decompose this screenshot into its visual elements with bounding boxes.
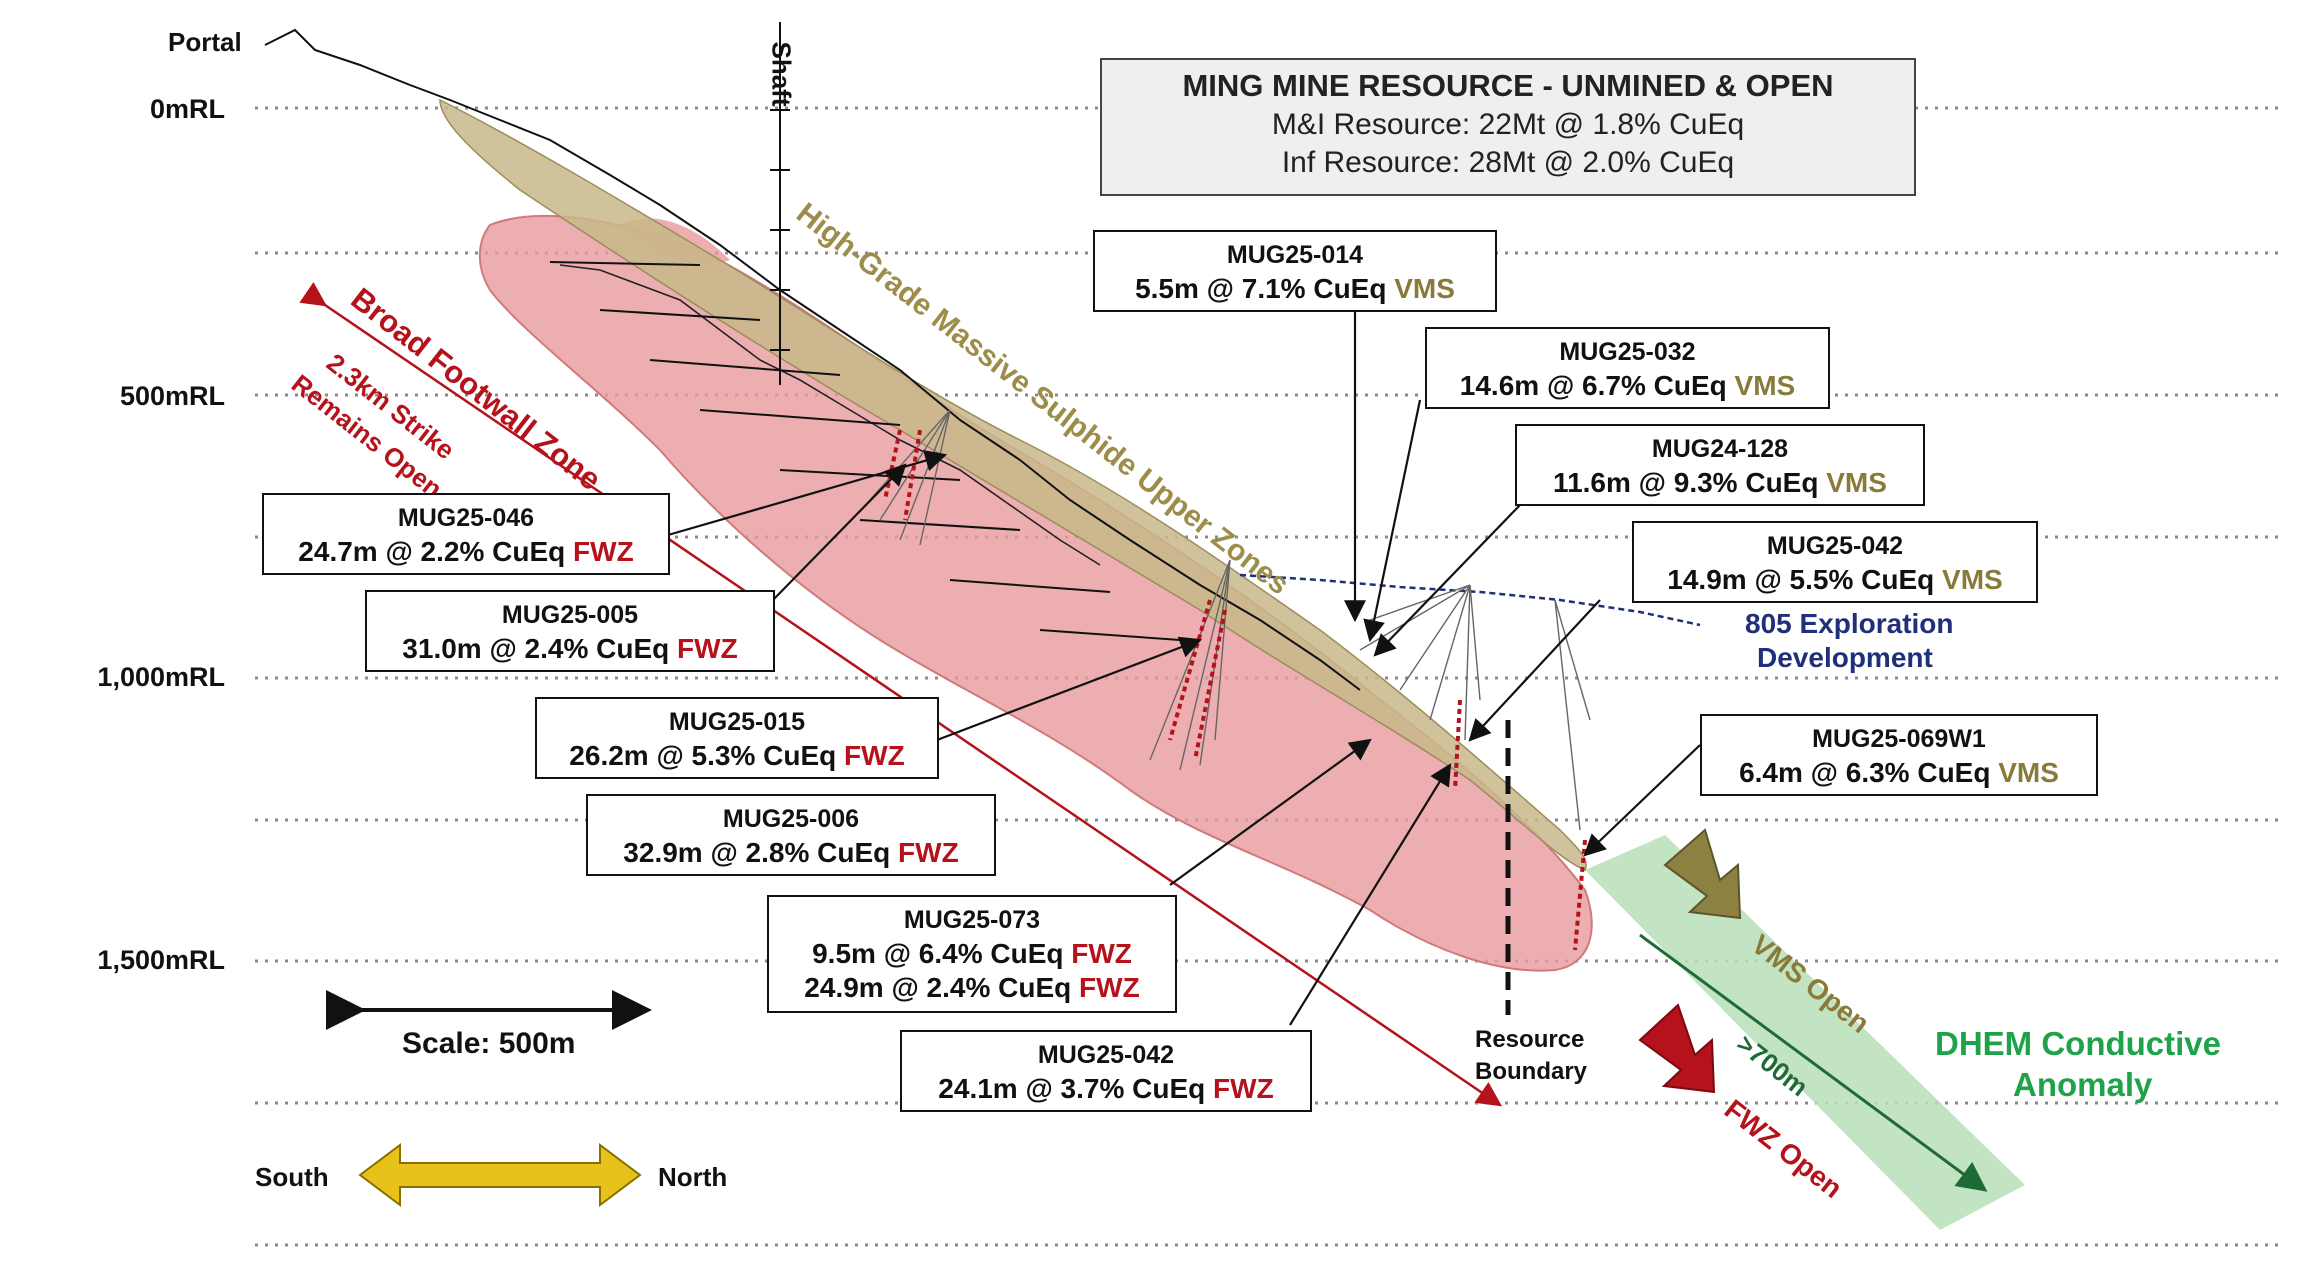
- mi-resource: M&I Resource: 22Mt @ 1.8% CuEq: [1271, 108, 1745, 141]
- shaft-label: Shaft: [766, 41, 797, 107]
- hole-id: MUG25-069W1: [1812, 725, 1986, 753]
- leader-lines: [667, 310, 1701, 1026]
- intercept-box-mug25-042-vms: MUG25-042 14.9m @ 5.5% CuEq VMS: [1632, 521, 2038, 603]
- intercept-box-mug24-128: MUG24-128 11.6m @ 9.3% CuEq VMS: [1515, 424, 1925, 506]
- leader-mug25-073: [1169, 738, 1372, 886]
- zone-tag: FWZ: [1079, 972, 1140, 1003]
- vms-open-arrow: [1663, 828, 1742, 920]
- intercept-value: 24.1m @ 3.7% CuEq: [938, 1073, 1206, 1104]
- intercept-box-mug25-042-fwz: MUG25-042 24.1m @ 3.7% CuEq FWZ: [900, 1030, 1312, 1112]
- dhem-label-1: DHEM Conductive: [1935, 1025, 2222, 1062]
- intercept-value: 5.5m @ 7.1% CuEq: [1135, 273, 1387, 304]
- leader-mug24-128: [1373, 504, 1521, 657]
- hole-id: MUG25-015: [668, 708, 806, 736]
- intercept-box-mug25-006: MUG25-006 32.9m @ 2.8% CuEq FWZ: [586, 794, 996, 876]
- intercept-value: 14.9m @ 5.5% CuEq: [1667, 564, 1935, 595]
- south-label: South: [255, 1162, 329, 1192]
- leader-mug25-069w1: [1583, 744, 1701, 857]
- intercept-box-mug25-005: MUG25-005 31.0m @ 2.4% CuEq FWZ: [365, 590, 775, 672]
- elevation-label-500: 500mRL: [119, 381, 225, 411]
- intercept-value: 14.6m @ 6.7% CuEq: [1459, 370, 1727, 401]
- intercept-value: 31.0m @ 2.4% CuEq: [402, 633, 670, 664]
- hole-id: MUG25-005: [501, 601, 639, 629]
- intercept-box-mug25-032: MUG25-032 14.6m @ 6.7% CuEq VMS: [1425, 327, 1830, 409]
- fwz-open-arrow: [1638, 1003, 1716, 1094]
- exploration-label-1: 805 Exploration: [1745, 608, 1954, 639]
- dhem-anomaly-band: [1585, 835, 2025, 1230]
- leader-mug25-032: [1363, 399, 1422, 643]
- zone-tag: FWZ: [573, 536, 634, 567]
- intercept-box-mug25-073: MUG25-073 9.5m @ 6.4% CuEq FWZ 24.9m @ 2…: [767, 895, 1177, 1013]
- south-north-arrow: [358, 1143, 642, 1207]
- zone-tag: VMS: [1942, 564, 2003, 595]
- resource-title: MING MINE RESOURCE - UNMINED & OPEN: [1182, 68, 1834, 103]
- intercept-box-mug25-046: MUG25-046 24.7m @ 2.2% CuEq FWZ: [262, 493, 670, 575]
- hole-id: MUG25-032: [1559, 338, 1696, 366]
- leader-mug25-005: [772, 463, 907, 601]
- north-label: North: [658, 1162, 728, 1192]
- intercept-value: 26.2m @ 5.3% CuEq: [569, 740, 837, 771]
- leader-mug25-042-fwz: [1289, 763, 1452, 1026]
- level: [549, 261, 701, 266]
- hole-id: MUG25-014: [1226, 241, 1364, 269]
- zone-tag: VMS: [1998, 757, 2059, 788]
- resource-summary-box: MING MINE RESOURCE - UNMINED & OPEN M&I …: [1100, 58, 1916, 196]
- zone-tag: VMS: [1394, 273, 1455, 304]
- intercept-box-mug25-014: MUG25-014 5.5m @ 7.1% CuEq VMS: [1093, 230, 1497, 312]
- zone-tag: FWZ: [1213, 1073, 1274, 1104]
- hole-id: MUG25-046: [397, 504, 535, 532]
- intercept-value: 11.6m @ 9.3% CuEq: [1553, 467, 1819, 498]
- intercept-value: 9.5m @ 6.4% CuEq: [812, 938, 1064, 969]
- dhem-extent-arrow: [1639, 933, 1988, 1192]
- hole-id: MUG25-042: [1766, 532, 1904, 560]
- intercept-box-mug25-015: MUG25-015 26.2m @ 5.3% CuEq FWZ: [535, 697, 939, 779]
- leader-mug25-042-vms: [1468, 599, 1601, 742]
- inf-resource: Inf Resource: 28Mt @ 2.0% CuEq: [1281, 146, 1735, 179]
- hole-id: MUG25-042: [1037, 1041, 1175, 1069]
- zone-tag: VMS: [1734, 370, 1796, 401]
- intercept-box-mug25-069w1: MUG25-069W1 6.4m @ 6.3% CuEq VMS: [1700, 714, 2098, 796]
- elevation-label-1000: 1,000mRL: [97, 662, 225, 692]
- scale-label: Scale: 500m: [402, 1027, 576, 1060]
- zone-tag: FWZ: [677, 633, 738, 664]
- intercept-value: 24.9m @ 2.4% CuEq: [804, 972, 1072, 1003]
- zone-tag: FWZ: [844, 740, 905, 771]
- hole-id: MUG25-006: [722, 805, 860, 833]
- zone-tag: FWZ: [898, 837, 959, 868]
- hole-id: MUG24-128: [1651, 435, 1789, 463]
- intercept-value: 32.9m @ 2.8% CuEq: [623, 837, 891, 868]
- intercept-value: 6.4m @ 6.3% CuEq: [1739, 757, 1991, 788]
- hole-id: MUG25-073: [903, 906, 1041, 934]
- leader-mug25-015: [936, 636, 1203, 742]
- zone-tag: VMS: [1826, 467, 1887, 498]
- elevation-label-1500: 1,500mRL: [97, 945, 225, 975]
- portal-label: Portal: [168, 27, 242, 57]
- elevation-label-0: 0mRL: [149, 94, 225, 124]
- intercept-value: 24.7m @ 2.2% CuEq: [298, 536, 566, 567]
- zone-tag: FWZ: [1071, 938, 1132, 969]
- resource-boundary-label-1: Resource: [1475, 1026, 1585, 1053]
- resource-boundary-label-2: Boundary: [1475, 1058, 1588, 1085]
- dhem-label-2: Anomaly: [2013, 1066, 2153, 1103]
- exploration-label-2: Development: [1757, 642, 1933, 673]
